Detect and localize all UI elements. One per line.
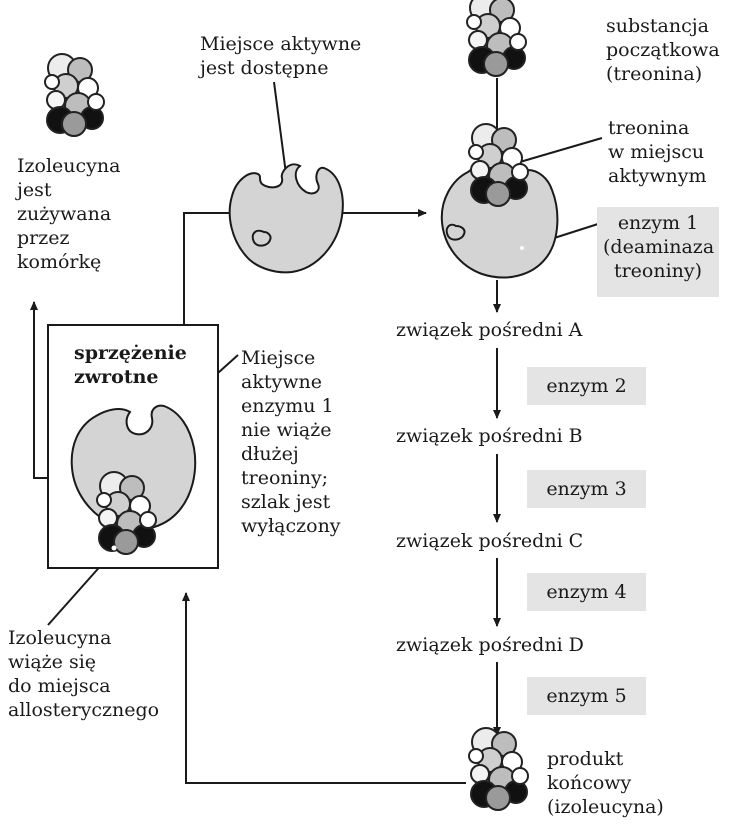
intermediate-a: związek pośredni A bbox=[396, 319, 583, 341]
threonine-molecule-top bbox=[466, 0, 527, 77]
isoleucine-product-molecule bbox=[468, 727, 529, 811]
intermediate-d: związek pośredni D bbox=[396, 634, 584, 656]
isoleucine-molecule-top-left bbox=[44, 53, 105, 137]
leader-threonine-site bbox=[512, 137, 603, 165]
label-isoleucine-used: Izoleucyna jest zużywana przez komórkę bbox=[17, 155, 121, 273]
enzyme1-marker bbox=[520, 246, 524, 250]
pathway-entry-arrow bbox=[183, 209, 427, 325]
enzyme-active bbox=[228, 163, 344, 274]
leader-active-site bbox=[273, 81, 287, 175]
label-final-product: produkt końcowy (izoleucyna) bbox=[547, 748, 664, 818]
threonine-in-site-molecule bbox=[468, 123, 529, 207]
label-site-blocked: Miejsce aktywne enzymu 1 nie wiąże dłuże… bbox=[241, 347, 341, 537]
intermediate-c: związek pośredni C bbox=[396, 530, 584, 552]
feedback-arrow bbox=[182, 592, 466, 784]
enzyme-2-label: enzym 2 bbox=[527, 367, 646, 405]
label-feedback: sprzężenie zwrotne bbox=[74, 342, 187, 388]
intermediate-b: związek pośredni B bbox=[396, 425, 583, 447]
label-starting-substance: substancja początkowa (treonina) bbox=[606, 15, 720, 85]
enzyme-5-label: enzym 5 bbox=[527, 677, 646, 715]
label-isoleucine-binds: Izoleucyna wiąże się do miejsca alloster… bbox=[8, 627, 160, 721]
label-active-site-available: Miejsce aktywne jest dostępne bbox=[200, 33, 362, 79]
enzyme-4-label: enzym 4 bbox=[527, 573, 646, 611]
label-enzyme1: enzym 1 (deaminaza treoniny) bbox=[597, 207, 719, 297]
consumption-arrow bbox=[30, 301, 48, 479]
label-threonine-in-site: treonina w miejscu aktywnym bbox=[608, 117, 707, 187]
allosteric-marker bbox=[111, 545, 117, 551]
enzyme-3-label: enzym 3 bbox=[527, 470, 646, 508]
